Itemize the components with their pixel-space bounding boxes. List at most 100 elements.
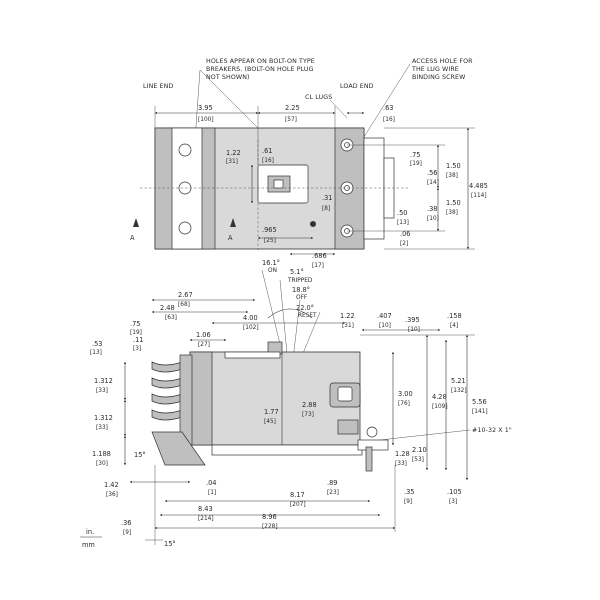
dim-395: 3.95 bbox=[198, 104, 213, 112]
dim-0105: .105 bbox=[447, 488, 462, 496]
dim-267-mm: [68] bbox=[178, 302, 190, 308]
dim-053-mm: [13] bbox=[90, 350, 102, 356]
dim-0965-mm: [25] bbox=[264, 238, 276, 244]
angle-188: 18.8° bbox=[292, 286, 310, 294]
dim-122-side: 1.22 bbox=[340, 312, 355, 320]
cl-lugs-label: CL LUGS bbox=[305, 94, 332, 101]
section-a-left: A bbox=[130, 234, 135, 242]
angle-on: ON bbox=[268, 268, 277, 274]
dim-075-top-mm: [19] bbox=[410, 161, 422, 167]
dim-075-side: .75 bbox=[130, 320, 141, 328]
line-end-label: LINE END bbox=[143, 83, 173, 90]
bolt-hole-3 bbox=[178, 221, 192, 235]
screw-head bbox=[366, 426, 378, 438]
dim-428-mm: [109] bbox=[432, 404, 448, 410]
dim-400-mm: [102] bbox=[243, 325, 259, 331]
dim-177-mm: [45] bbox=[264, 419, 276, 425]
dim-004: .04 bbox=[206, 479, 217, 487]
dim-006: .06 bbox=[400, 230, 411, 238]
dim-011: .11 bbox=[133, 336, 144, 344]
dim-0686: .686 bbox=[312, 252, 327, 260]
access-leader bbox=[356, 63, 411, 149]
dim-896-mm: [228] bbox=[262, 524, 278, 530]
section-a-right: A bbox=[228, 234, 233, 242]
dim-428: 4.28 bbox=[432, 393, 447, 401]
dim-896: 8.96 bbox=[262, 513, 277, 521]
mounting-foot bbox=[151, 431, 206, 466]
dim-031: .31 bbox=[322, 194, 333, 202]
dim-128-mm: [33] bbox=[395, 461, 407, 467]
dim-817: 8.17 bbox=[290, 491, 305, 499]
lug-box bbox=[337, 386, 353, 402]
side-line-end bbox=[189, 351, 213, 446]
unit-mm: mm bbox=[82, 541, 95, 549]
dim-556-mm: [141] bbox=[472, 409, 488, 415]
jaw-base bbox=[179, 354, 193, 446]
access-note-line2: THE LUG WIRE bbox=[411, 66, 459, 73]
angle-51: 5.1° bbox=[290, 268, 304, 276]
dim-521-mm: [132] bbox=[451, 388, 467, 394]
dim-0407: .407 bbox=[377, 312, 392, 320]
angle-arc bbox=[267, 308, 313, 319]
section-arrow-left bbox=[133, 218, 139, 227]
holes-note-line1: HOLES APPEAR ON BOLT-ON TYPE bbox=[206, 58, 315, 65]
dim-0686-mm: [17] bbox=[312, 263, 324, 269]
dim-4485: 4.485 bbox=[469, 182, 488, 190]
angle-15b: 15° bbox=[164, 540, 176, 548]
access-note-line3: BINDING SCREW bbox=[412, 74, 466, 81]
load-end-label: LOAD END bbox=[340, 83, 374, 90]
dim-035: .35 bbox=[404, 488, 415, 496]
mounting-screw bbox=[365, 446, 373, 472]
dim-089: .89 bbox=[327, 479, 338, 487]
dim-106: 1.06 bbox=[196, 331, 211, 339]
dim-036-mm: [9] bbox=[123, 530, 131, 536]
dim-0395: .395 bbox=[405, 316, 420, 324]
access-note-line1: ACCESS HOLE FOR bbox=[412, 58, 473, 65]
dim-036: .36 bbox=[121, 519, 132, 527]
dim-843-mm: [214] bbox=[198, 516, 214, 522]
dim-1188: 1.188 bbox=[92, 450, 111, 458]
dim-035-mm: [9] bbox=[404, 499, 412, 505]
dim-122-top-mm: [31] bbox=[226, 159, 238, 165]
lug-clamp bbox=[337, 419, 359, 435]
dim-050-mm: [13] bbox=[397, 220, 409, 226]
dim-038-mm: [10] bbox=[427, 216, 439, 222]
dim-031-mm: [8] bbox=[322, 206, 330, 212]
dim-056: .56 bbox=[427, 169, 438, 177]
thread-leader bbox=[379, 429, 471, 441]
base-plate bbox=[211, 444, 363, 456]
dim-0105-mm: [3] bbox=[449, 499, 457, 505]
dim-075-side-mm: [19] bbox=[130, 330, 142, 336]
dim-843: 8.43 bbox=[198, 505, 213, 513]
dim-210-mm: [53] bbox=[412, 457, 424, 463]
dim-089-mm: [23] bbox=[327, 490, 339, 496]
dim-063-mm: [16] bbox=[383, 117, 395, 123]
angle-off: OFF bbox=[296, 295, 307, 301]
dim-075-top: .75 bbox=[410, 151, 421, 159]
dim-288: 2.88 bbox=[302, 401, 317, 409]
dim-0965: .965 bbox=[262, 226, 277, 234]
angle-15a: 15° bbox=[134, 451, 146, 459]
dim-011-mm: [3] bbox=[133, 346, 141, 352]
dim-061-mm: [16] bbox=[262, 158, 274, 164]
dim-267: 2.67 bbox=[178, 291, 193, 299]
dim-225: 2.25 bbox=[285, 104, 300, 112]
dim-122-side-mm: [31] bbox=[342, 323, 354, 329]
dim-128: 1.28 bbox=[395, 450, 410, 458]
dim-1312a-mm: [33] bbox=[96, 388, 108, 394]
dim-0158: .158 bbox=[447, 312, 462, 320]
dim-1312a: 1.312 bbox=[94, 377, 113, 385]
dim-4485-mm: [114] bbox=[471, 193, 487, 199]
thread-label: #10-32 X 1" bbox=[472, 427, 512, 434]
dim-061: .61 bbox=[262, 147, 273, 155]
dim-122-top: 1.22 bbox=[226, 149, 241, 157]
dim-142-mm: [36] bbox=[106, 492, 118, 498]
dim-142: 1.42 bbox=[104, 481, 119, 489]
side-view: 16.1° ON 5.1° TRIPPED 18.8° OFF 22.0° RE… bbox=[80, 259, 512, 549]
dim-0158-mm: [4] bbox=[450, 323, 458, 329]
mounting-bracket bbox=[357, 439, 389, 451]
dim-300: 3.00 bbox=[398, 390, 413, 398]
lug-housing bbox=[363, 137, 385, 240]
dim-150b: 1.50 bbox=[446, 199, 461, 207]
